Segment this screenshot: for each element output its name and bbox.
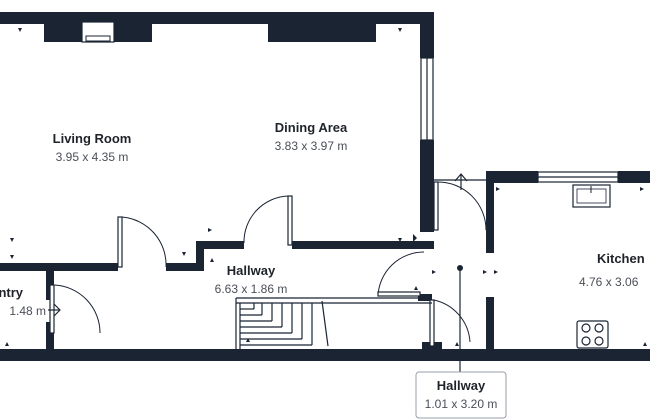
windows: [420, 57, 619, 183]
room-name-kitchen: Kitchen: [597, 251, 645, 266]
room-name-living-room: Living Room: [53, 131, 132, 146]
room-dims-hallway-main: 6.63 x 1.86 m: [215, 282, 288, 296]
hob-icon: [576, 320, 609, 349]
room-name-pantry: ntry: [0, 285, 24, 300]
dimension-ticks: [5, 28, 647, 346]
room-dims-kitchen: 4.76 x 3.06: [579, 275, 639, 289]
room-dims-hallway-bottom: 1.01 x 3.20 m: [425, 397, 498, 411]
room-hallway-bottom-callout: Hallway 1.01 x 3.20 m: [415, 371, 507, 419]
fireplace-icon: [81, 21, 115, 43]
room-name-hallway-bottom: Hallway: [437, 378, 486, 393]
arrow-right-icon: [48, 303, 61, 317]
room-name-hallway-main: Hallway: [227, 263, 276, 278]
room-kitchen: Kitchen 4.76 x 3.06: [579, 251, 645, 289]
room-dims-pantry: 1.48 m: [9, 304, 46, 318]
doors: [49, 179, 487, 347]
room-dining-area: Dining Area 3.83 x 3.97 m: [275, 120, 348, 153]
sink-icon: [572, 184, 611, 208]
room-hallway-main: Hallway 6.63 x 1.86 m: [215, 263, 288, 296]
staircase: [235, 297, 432, 349]
room-dims-living-room: 3.95 x 4.35 m: [56, 150, 129, 164]
room-living-room: Living Room 3.95 x 4.35 m: [53, 131, 132, 164]
room-pantry: ntry 1.48 m: [0, 285, 46, 318]
room-name-dining-area: Dining Area: [275, 120, 348, 135]
hallway-pointer: [457, 265, 463, 372]
room-dims-dining-area: 3.83 x 3.97 m: [275, 139, 348, 153]
walls: [0, 12, 650, 361]
arrow-up-icon: [454, 173, 468, 190]
